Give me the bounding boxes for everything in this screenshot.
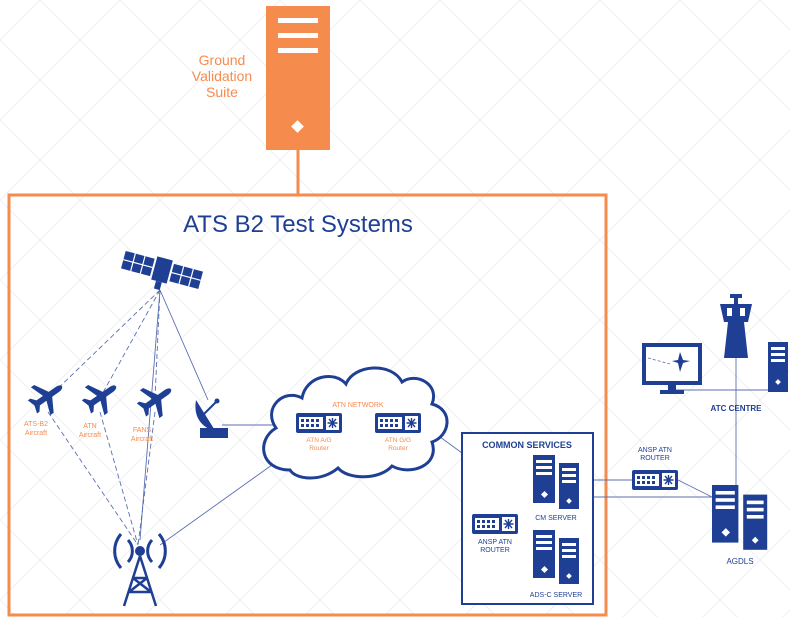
ext-ansp-router-icon <box>631 469 679 491</box>
cm-server-label: CM SERVER <box>535 515 577 522</box>
aircraft-1-label-line1: ATS-B2 <box>24 421 48 428</box>
common-ansp-router-label-line2: ROUTER <box>480 547 510 554</box>
ground-label-line2: Validation <box>192 68 252 84</box>
ground-label-line3: Suite <box>206 84 238 100</box>
atn-gg-router-label-line2: Router <box>388 445 408 452</box>
common-ansp-router-icon <box>471 513 519 535</box>
control-tower-icon <box>720 294 752 358</box>
atc-server-icon <box>768 342 788 392</box>
satellite-dish-icon <box>195 398 228 438</box>
aircraft-3-label-line2: Aircraft <box>131 436 153 443</box>
aircraft-1-label-line2: Aircraft <box>25 430 47 437</box>
test-systems-box <box>7 193 608 617</box>
ext-ansp-router-label-line1: ANSP ATN <box>638 447 672 454</box>
atn-ag-router-label-line1: ATN A/G <box>306 437 331 444</box>
ext-ansp-router-label-line2: ROUTER <box>640 455 670 462</box>
ground-label-line1: Ground <box>199 52 246 68</box>
atn-gg-router-label-line1: ATN G/G <box>385 437 411 444</box>
atc-centre-label: ATC CENTRE <box>711 404 763 413</box>
aircraft-2-label-line2: Aircraft <box>79 432 101 439</box>
test-systems-title: ATS B2 Test Systems <box>183 211 413 238</box>
atn-network-label: ATN NETWORK <box>332 402 384 409</box>
aircraft-3-label-line1: FANS <box>133 427 152 434</box>
ground-validation-server-icon <box>266 6 330 150</box>
common-services-title: COMMON SERVICES <box>482 440 572 450</box>
agdls-label: AGDLS <box>726 557 753 566</box>
radio-tower-icon <box>113 533 167 607</box>
common-ansp-router-label-line1: ANSP ATN <box>478 539 512 546</box>
atn-gg-router-icon <box>374 412 422 434</box>
aircraft-2-label-line1: ATN <box>83 423 96 430</box>
radar-display-icon <box>642 343 702 394</box>
atn-network-cloud <box>262 366 449 480</box>
adsc-server-label: ADS-C SERVER <box>530 592 582 599</box>
atn-ag-router-label-line2: Router <box>309 445 329 452</box>
satellite-icon <box>121 250 203 291</box>
atn-ag-router-icon <box>295 412 343 434</box>
